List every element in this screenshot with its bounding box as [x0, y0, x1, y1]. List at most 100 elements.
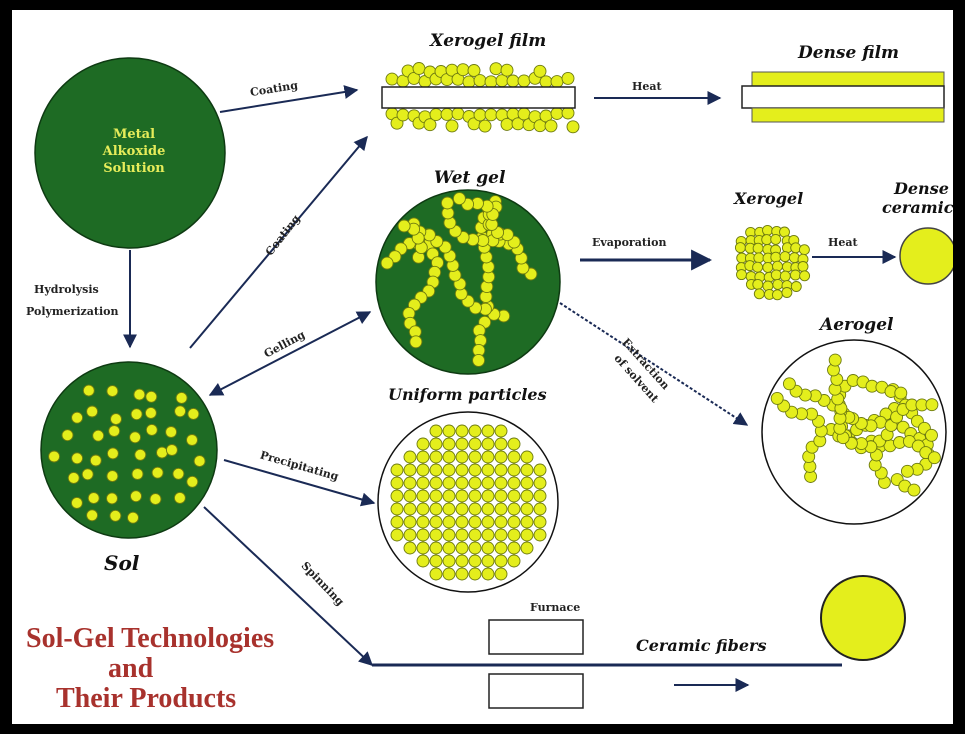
sol-particle	[68, 472, 79, 483]
uniform-particle	[456, 477, 468, 489]
uniform-particle	[417, 516, 429, 528]
xerogel-particle	[780, 271, 790, 281]
ceramic-fibers-label: Ceramic fibers	[636, 636, 766, 655]
uniform-particle	[456, 529, 468, 541]
sol-particle	[130, 432, 141, 443]
uniform-particle	[482, 451, 494, 463]
process-heat-ceramic: Heat	[828, 236, 859, 249]
uniform-particle	[456, 464, 468, 476]
xerogel-particle	[763, 225, 773, 235]
uniform-particles-label: Uniform particles	[388, 385, 547, 404]
uniform-particle	[495, 438, 507, 450]
uniform-particle	[456, 425, 468, 437]
sol-particle	[107, 471, 118, 482]
uniform-particle	[443, 503, 455, 515]
uniform-particle	[417, 503, 429, 515]
uniform-particle	[534, 490, 546, 502]
xerogel-particle	[754, 253, 764, 263]
sol-particle	[152, 467, 163, 478]
wet-gel-circle	[376, 190, 560, 374]
sol-gel-diagram: Metal Alkoxide Solution Sol Xerogel film…	[12, 10, 953, 724]
film-particle	[474, 75, 486, 87]
sol-particle	[111, 414, 122, 425]
aerogel-particle	[926, 399, 938, 411]
process-coating-sol: Coating	[263, 212, 303, 258]
film-particle	[441, 108, 453, 120]
film-particle	[485, 76, 497, 88]
sol-particle	[72, 453, 83, 464]
sol-particle	[194, 456, 205, 467]
sol-particle	[72, 412, 83, 423]
sol-particle	[88, 493, 99, 504]
process-spinning: Spinning	[299, 559, 347, 608]
dense-film-bottom-layer	[752, 108, 944, 122]
sol-particle	[87, 406, 98, 417]
aerogel-label: Aerogel	[818, 315, 894, 335]
film-particle	[452, 108, 464, 120]
sol-particle	[71, 497, 82, 508]
uniform-particle	[495, 477, 507, 489]
film-particle	[386, 73, 398, 85]
process-coating: Coating	[249, 79, 299, 99]
uniform-particle	[521, 451, 533, 463]
sol-particle	[132, 469, 143, 480]
wet-gel-particle	[381, 257, 393, 269]
aerogel-particle	[901, 465, 913, 477]
uniform-particle	[404, 529, 416, 541]
uniform-particle	[534, 529, 546, 541]
xerogel-particle	[772, 290, 782, 300]
uniform-particle	[443, 542, 455, 554]
uniform-particle	[534, 477, 546, 489]
uniform-particle	[495, 451, 507, 463]
uniform-particle	[469, 438, 481, 450]
aerogel-particle	[771, 392, 783, 404]
sol-label: Sol	[104, 551, 140, 575]
sol-particle	[107, 493, 118, 504]
uniform-particle	[430, 555, 442, 567]
uniform-particle	[430, 529, 442, 541]
xerogel-particle	[771, 270, 781, 280]
uniform-particle	[469, 503, 481, 515]
aerogel-particle	[783, 378, 795, 390]
uniform-particle	[534, 516, 546, 528]
uniform-particle	[456, 451, 468, 463]
dense-film-top-layer	[752, 72, 944, 86]
uniform-particle	[417, 529, 429, 541]
uniform-particle	[417, 542, 429, 554]
dense-film-label: Dense film	[797, 43, 899, 63]
uniform-particle	[443, 451, 455, 463]
process-evaporation: Evaporation	[592, 236, 666, 249]
uniform-particle	[430, 425, 442, 437]
uniform-particle	[508, 542, 520, 554]
uniform-particle	[482, 529, 494, 541]
sol-particle	[62, 430, 73, 441]
aerogel-particle	[895, 387, 907, 399]
uniform-particle	[534, 503, 546, 515]
sol-particle	[188, 408, 199, 419]
uniform-particle	[508, 451, 520, 463]
sol-particle	[49, 451, 60, 462]
sol-particle	[166, 445, 177, 456]
uniform-particle	[443, 529, 455, 541]
film-particle	[430, 109, 442, 121]
sol-particle	[150, 494, 161, 505]
uniform-particle	[495, 503, 507, 515]
xerogel-particle	[790, 270, 800, 280]
sol-particle	[134, 389, 145, 400]
process-precipitating: Precipitating	[259, 448, 341, 483]
uniform-particle	[391, 503, 403, 515]
sol-particle	[87, 510, 98, 521]
uniform-particle	[417, 451, 429, 463]
wet-gel-particle	[398, 220, 410, 232]
uniform-particle	[443, 568, 455, 580]
uniform-particle	[443, 516, 455, 528]
xerogel-particle	[798, 262, 808, 272]
dense-ceramics-line1: Dense	[893, 179, 949, 198]
uniform-particle	[456, 542, 468, 554]
uniform-particle	[508, 516, 520, 528]
uniform-particle	[482, 516, 494, 528]
process-hydrolysis-line1: Hydrolysis	[34, 283, 99, 296]
uniform-particle	[508, 490, 520, 502]
uniform-particle	[456, 555, 468, 567]
uniform-particle	[417, 490, 429, 502]
